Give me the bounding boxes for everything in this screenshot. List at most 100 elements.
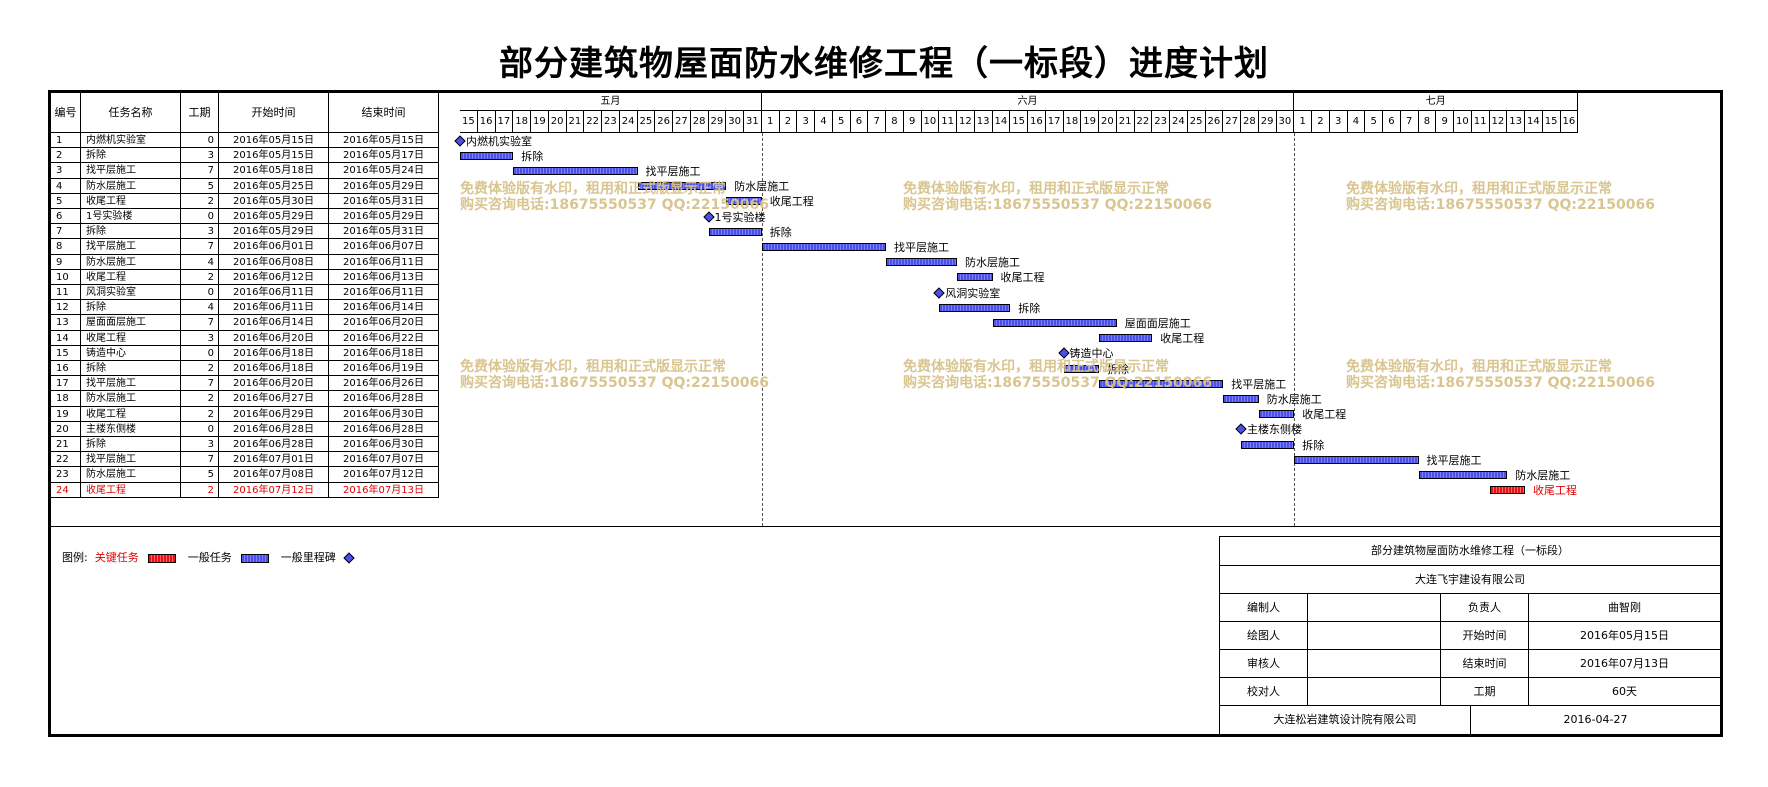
task-duration: 5 bbox=[181, 178, 219, 194]
day-header: 16 bbox=[1028, 111, 1046, 133]
task-duration: 3 bbox=[181, 224, 219, 240]
day-header: 21 bbox=[566, 111, 585, 133]
day-header: 5 bbox=[832, 111, 851, 133]
month-header: 七月 bbox=[1294, 93, 1579, 111]
gantt-bar-label: 防水层施工 bbox=[965, 256, 1020, 270]
day-header: 30 bbox=[1276, 111, 1295, 133]
gantt-bar bbox=[886, 258, 957, 267]
task-start: 2016年06月11日 bbox=[219, 300, 329, 316]
task-end: 2016年06月19日 bbox=[329, 361, 439, 377]
task-start: 2016年06月18日 bbox=[219, 345, 329, 361]
milestone-diamond bbox=[1235, 423, 1247, 436]
task-id: 14 bbox=[51, 330, 81, 346]
day-header: 24 bbox=[1170, 111, 1188, 133]
task-duration: 2 bbox=[181, 361, 219, 377]
watermark-line2: 购买咨询电话:18675550537 QQ:22150066 bbox=[903, 375, 1212, 391]
day-header: 4 bbox=[1347, 111, 1366, 133]
day-header: 22 bbox=[584, 111, 602, 133]
day-header: 8 bbox=[886, 111, 904, 133]
task-duration: 2 bbox=[181, 482, 219, 498]
legend-milestone-label: 一般里程碑 bbox=[280, 551, 336, 564]
task-end: 2016年06月30日 bbox=[329, 406, 439, 422]
task-start: 2016年05月25日 bbox=[219, 178, 329, 194]
gantt-bar bbox=[1241, 440, 1295, 449]
gantt-bar bbox=[726, 197, 762, 206]
task-start: 2016年06月20日 bbox=[219, 330, 329, 346]
day-header: 22 bbox=[1134, 111, 1153, 133]
task-name: 主楼东侧楼 bbox=[81, 421, 181, 437]
task-end: 2016年05月29日 bbox=[329, 209, 439, 225]
title-block-company: 大连飞宇建设有限公司 bbox=[1220, 566, 1721, 594]
task-start: 2016年06月01日 bbox=[219, 239, 329, 255]
day-header: 13 bbox=[1507, 111, 1525, 133]
task-id: 21 bbox=[51, 437, 81, 453]
task-id: 13 bbox=[51, 315, 81, 331]
task-end: 2016年07月12日 bbox=[329, 467, 439, 483]
milestone-diamond bbox=[454, 134, 466, 147]
task-name: 拆除 bbox=[81, 148, 181, 164]
watermark-line2: 购买咨询电话:18675550537 QQ:22150066 bbox=[460, 197, 769, 213]
legend-critical-swatch bbox=[148, 553, 177, 563]
task-name: 拆除 bbox=[81, 437, 181, 453]
col-header-end: 结束时间 bbox=[329, 93, 439, 133]
task-name: 铸造中心 bbox=[81, 345, 181, 361]
day-header: 18 bbox=[1063, 111, 1082, 133]
task-name: 防水层施工 bbox=[81, 391, 181, 407]
legend-critical-label: 关键任务 bbox=[94, 551, 139, 564]
day-header: 30 bbox=[726, 111, 744, 133]
task-end: 2016年06月20日 bbox=[329, 315, 439, 331]
day-header: 16 bbox=[477, 111, 496, 133]
task-start: 2016年06月27日 bbox=[219, 391, 329, 407]
legend: 图例: 关键任务 一般任务 一般里程碑 bbox=[62, 550, 355, 566]
title-block-designer: 大连松岩建筑设计院有限公司 bbox=[1220, 706, 1471, 735]
watermark-line1: 免费体验版有水印，租用和正式版显示正常 bbox=[460, 181, 726, 197]
task-end: 2016年06月28日 bbox=[329, 421, 439, 437]
task-name: 收尾工程 bbox=[81, 482, 181, 498]
title-block-v1 bbox=[1308, 650, 1441, 678]
task-name: 收尾工程 bbox=[81, 269, 181, 285]
day-header: 26 bbox=[1205, 111, 1224, 133]
task-start: 2016年06月11日 bbox=[219, 285, 329, 301]
task-duration: 3 bbox=[181, 148, 219, 164]
day-header: 7 bbox=[868, 111, 886, 133]
task-end: 2016年06月11日 bbox=[329, 285, 439, 301]
chart-bottom-border bbox=[51, 526, 1720, 527]
gantt-bar-label: 收尾工程 bbox=[1302, 408, 1347, 422]
day-header: 16 bbox=[1560, 111, 1579, 133]
day-header: 17 bbox=[1045, 111, 1064, 133]
col-header-start: 开始时间 bbox=[219, 93, 329, 133]
task-duration: 2 bbox=[181, 269, 219, 285]
task-end: 2016年06月22日 bbox=[329, 330, 439, 346]
gantt-bar bbox=[1223, 395, 1259, 403]
gantt-bar-label: 屋面面层施工 bbox=[1124, 317, 1191, 330]
task-end: 2016年05月31日 bbox=[329, 193, 439, 209]
task-id: 8 bbox=[51, 239, 81, 255]
gantt-bar-label: 收尾工程 bbox=[1160, 332, 1205, 346]
day-header: 19 bbox=[531, 111, 549, 133]
gantt-bar-label: 拆除 bbox=[1302, 438, 1325, 452]
task-id: 3 bbox=[51, 163, 81, 179]
col-header-duration: 工期 bbox=[181, 93, 219, 133]
task-id: 22 bbox=[51, 452, 81, 468]
day-header: 28 bbox=[1241, 111, 1259, 133]
task-id: 20 bbox=[51, 421, 81, 437]
month-divider bbox=[761, 133, 763, 526]
day-header: 1 bbox=[761, 111, 780, 133]
task-id: 7 bbox=[51, 224, 81, 240]
watermark-line2: 购买咨询电话:18675550537 QQ:22150066 bbox=[1346, 375, 1655, 391]
task-id: 2 bbox=[51, 148, 81, 164]
day-header: 3 bbox=[1329, 111, 1348, 133]
gantt-bar bbox=[1063, 364, 1099, 373]
task-start: 2016年06月28日 bbox=[219, 421, 329, 437]
title-block-v2: 曲智刚 bbox=[1529, 594, 1721, 622]
day-header: 23 bbox=[602, 111, 620, 133]
task-id: 4 bbox=[51, 178, 81, 194]
task-duration: 7 bbox=[181, 452, 219, 468]
day-header: 6 bbox=[1383, 111, 1401, 133]
gantt-bar-label: 收尾工程 bbox=[1533, 484, 1577, 498]
day-header: 14 bbox=[992, 111, 1011, 133]
gantt-bar-label: 防水层施工 bbox=[734, 180, 790, 194]
day-header: 9 bbox=[1436, 111, 1454, 133]
title-block-v2: 60天 bbox=[1529, 678, 1721, 706]
